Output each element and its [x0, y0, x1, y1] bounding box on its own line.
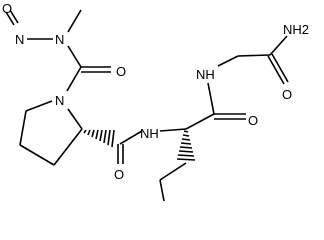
atom-label-nva-nh: NH: [140, 126, 159, 141]
bond-pro-c3-c2: [53, 128, 83, 166]
atom-label-nh2: NH2: [283, 22, 309, 37]
bond-pro-n-c5: [25, 100, 53, 112]
bond-gly-nh-ch2: [217, 55, 239, 67]
bond-ch2-amide-c: [237, 54, 271, 57]
bond-amide-c-nh2: [269, 35, 288, 56]
bond-nva-c-gly-nh: [207, 82, 215, 115]
bond-nitroso-double-b: [9, 9, 19, 24]
bond-propyl-1: [159, 162, 187, 181]
atom-label-pro-amide-o: O: [114, 167, 124, 182]
bond-pro-c5-c4: [19, 110, 27, 146]
bond-nva-ca-c: [185, 113, 215, 130]
bond-urea-c-pro-n: [66, 66, 82, 92]
atom-label-nitroso-n: N: [15, 32, 24, 47]
atom-label-gly-o: O: [282, 87, 292, 102]
atom-label-urea-o: O: [116, 64, 126, 79]
bond-nitroso-double-a: [5, 11, 15, 26]
bond-amide-co-b: [271, 53, 289, 83]
bond-pro-c-nh: [119, 130, 143, 145]
stereo-hash-bond-nva: [176, 130, 196, 161]
bond-n-urea-c: [67, 45, 82, 68]
stereo-hash-bond-pro: [83, 129, 115, 148]
atom-label-n-methyl-n: N: [55, 32, 64, 47]
atom-label-nitroso-o: O: [2, 1, 12, 16]
atom-label-nva-o: O: [248, 113, 258, 128]
bond-propyl-2: [159, 179, 165, 202]
bond-n-methyl: [67, 9, 82, 33]
atom-labels: O N N O N O NH O NH NH2 O: [2, 1, 309, 182]
atom-label-gly-nh: NH: [196, 67, 215, 82]
bond-nh-nva-ca: [159, 128, 187, 132]
bond-amide-co-a: [267, 55, 285, 85]
atom-label-pro-n: N: [55, 93, 64, 108]
bonds: [5, 9, 289, 202]
bond-pro-c2-n: [67, 108, 83, 130]
bond-pro-c4-c3: [19, 144, 55, 166]
molecule-structure-diagram: O N N O N O NH O NH NH2 O: [2, 1, 309, 202]
